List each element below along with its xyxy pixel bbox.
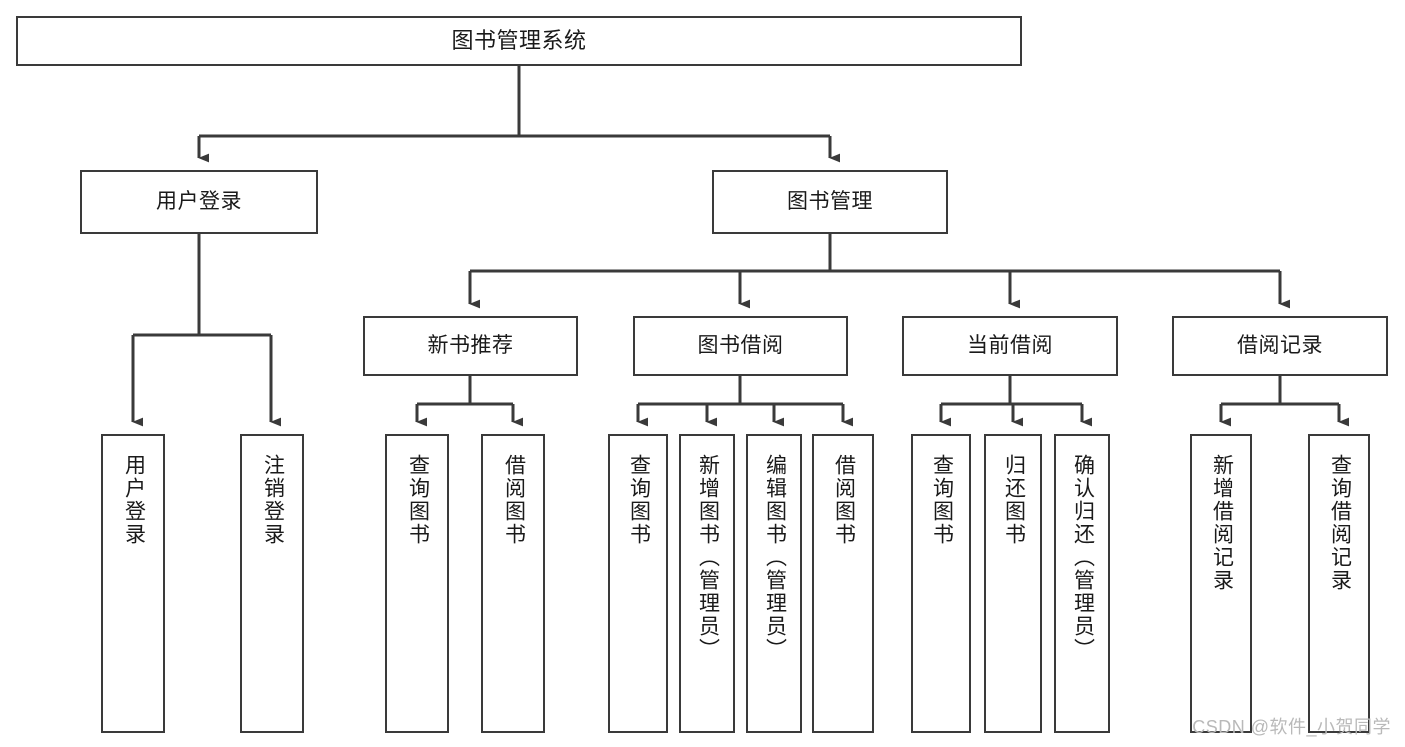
node-leaf-query-book-3[interactable]: 查询图书	[911, 434, 971, 733]
node-leaf-add-record-label: 新增借阅记录	[1210, 454, 1234, 592]
node-leaf-query-book-3-label: 查询图书	[930, 454, 954, 546]
node-current-borrow[interactable]: 当前借阅	[902, 316, 1118, 376]
node-leaf-user-login[interactable]: 用户登录	[101, 434, 165, 733]
node-user-login[interactable]: 用户登录	[80, 170, 318, 234]
node-leaf-borrow-book-1[interactable]: 借阅图书	[481, 434, 545, 733]
node-leaf-logout[interactable]: 注销登录	[240, 434, 304, 733]
node-leaf-borrow-book-1-label: 借阅图书	[502, 454, 526, 546]
node-leaf-add-book[interactable]: 新增图书（管理员）	[679, 434, 735, 733]
node-current-borrow-label: 当前借阅	[967, 334, 1053, 358]
node-borrow-record[interactable]: 借阅记录	[1172, 316, 1388, 376]
node-root[interactable]: 图书管理系统	[16, 16, 1022, 66]
node-leaf-borrow-book-2[interactable]: 借阅图书	[812, 434, 874, 733]
node-leaf-add-record[interactable]: 新增借阅记录	[1190, 434, 1252, 733]
node-leaf-query-book-2-label: 查询图书	[627, 454, 651, 546]
node-leaf-logout-label: 注销登录	[261, 454, 285, 546]
node-leaf-query-record-label: 查询借阅记录	[1328, 454, 1352, 592]
node-leaf-confirm-return[interactable]: 确认归还（管理员）	[1054, 434, 1110, 733]
node-leaf-query-book-2[interactable]: 查询图书	[608, 434, 668, 733]
node-leaf-edit-book[interactable]: 编辑图书（管理员）	[746, 434, 802, 733]
node-book-borrow-label: 图书借阅	[697, 334, 784, 358]
node-new-book-rec-label: 新书推荐	[427, 334, 514, 358]
node-new-book-rec[interactable]: 新书推荐	[363, 316, 578, 376]
csdn-watermark: CSDN @软件_小贺同学	[1192, 717, 1391, 737]
node-leaf-user-login-label: 用户登录	[122, 454, 146, 546]
node-leaf-add-book-label: 新增图书（管理员）	[696, 454, 720, 661]
node-leaf-return-book[interactable]: 归还图书	[984, 434, 1042, 733]
node-leaf-return-book-label: 归还图书	[1002, 454, 1026, 546]
node-leaf-query-book-1-label: 查询图书	[406, 454, 430, 546]
node-leaf-query-book-1[interactable]: 查询图书	[385, 434, 449, 733]
node-book-manage[interactable]: 图书管理	[712, 170, 948, 234]
node-leaf-edit-book-label: 编辑图书（管理员）	[763, 454, 787, 661]
node-user-login-label: 用户登录	[156, 190, 242, 214]
node-book-borrow[interactable]: 图书借阅	[633, 316, 848, 376]
node-leaf-confirm-return-label: 确认归还（管理员）	[1071, 454, 1095, 661]
node-borrow-record-label: 借阅记录	[1237, 334, 1323, 358]
node-book-manage-label: 图书管理	[787, 190, 873, 214]
node-root-label: 图书管理系统	[451, 27, 587, 53]
node-leaf-query-record[interactable]: 查询借阅记录	[1308, 434, 1370, 733]
node-leaf-borrow-book-2-label: 借阅图书	[832, 454, 856, 546]
